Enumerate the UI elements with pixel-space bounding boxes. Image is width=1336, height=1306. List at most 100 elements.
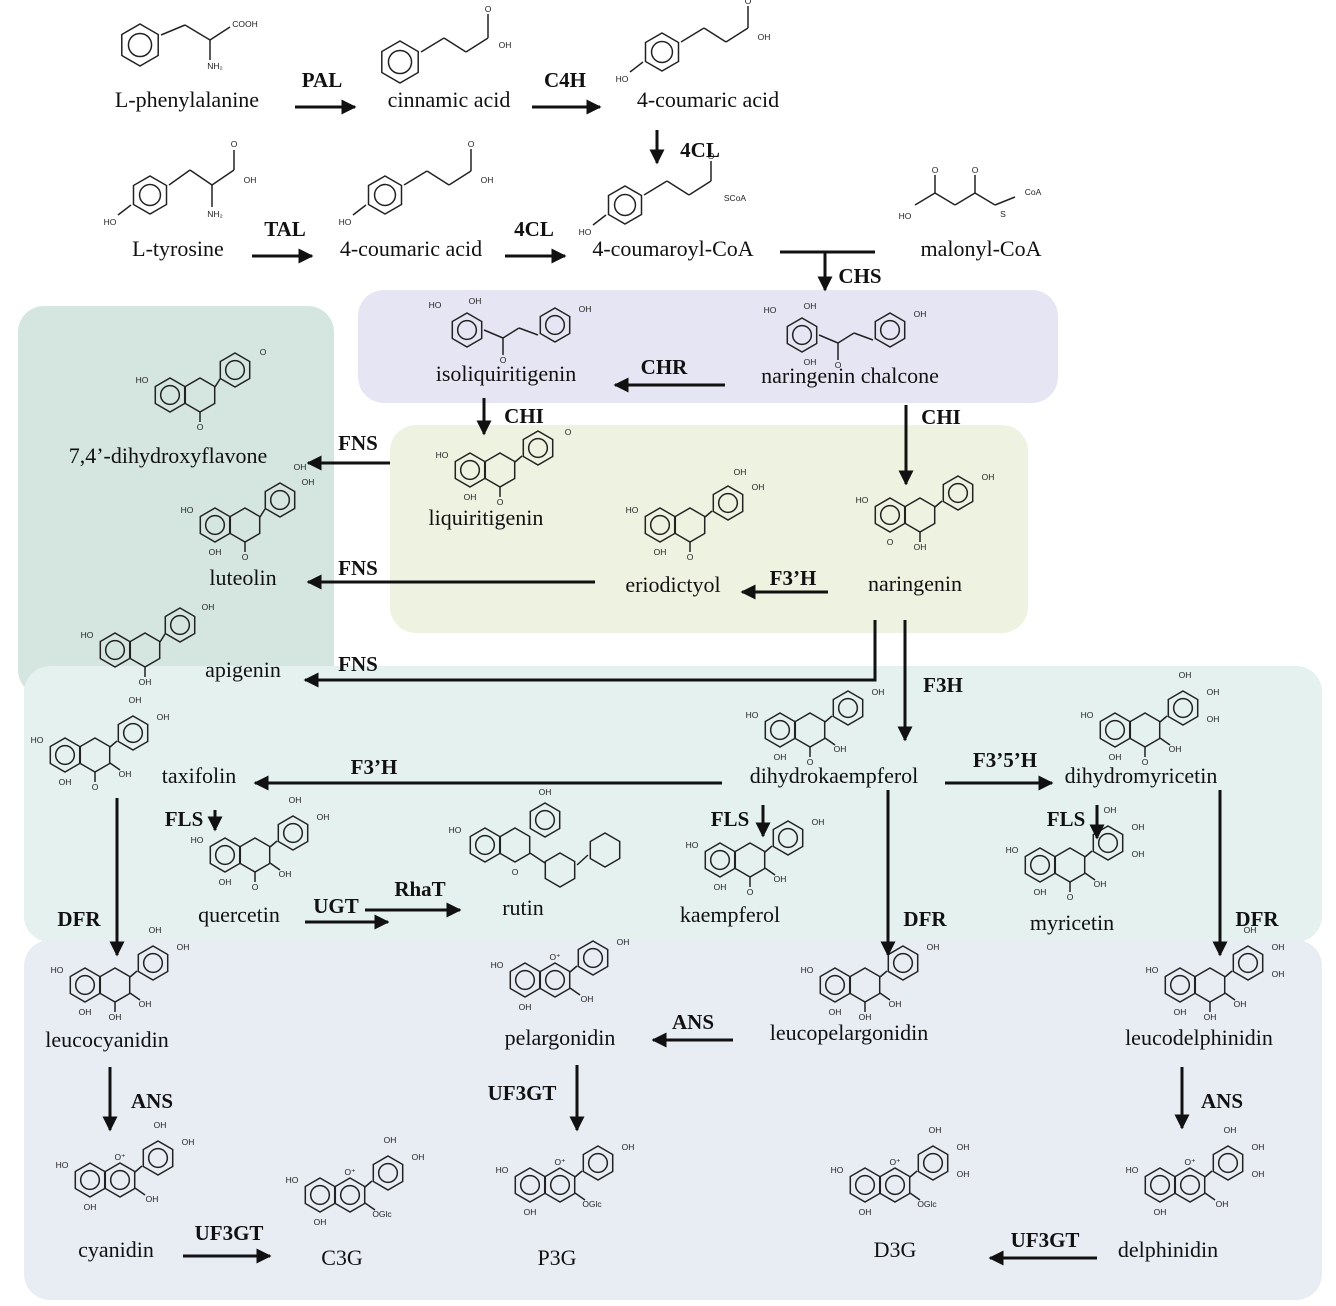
enzyme-label: ANS	[672, 1010, 714, 1034]
enzyme-label: FNS	[338, 556, 378, 580]
enzyme-label: UF3GT	[488, 1081, 557, 1105]
enzyme-label: FNS	[338, 431, 378, 455]
atom-label: OH	[79, 1007, 92, 1017]
liquiritigenin-label: liquiritigenin	[429, 505, 544, 530]
atom-label: OH	[139, 677, 152, 687]
p3g-label: P3G	[537, 1245, 576, 1270]
enzyme-label: TAL	[264, 217, 306, 241]
atom-label: O	[807, 757, 814, 767]
atom-label: HO	[801, 965, 814, 975]
atom-label: HO	[136, 375, 149, 385]
atom-label: HO	[1126, 1165, 1139, 1175]
atom-label: OH	[617, 937, 630, 947]
atom-label: O	[260, 347, 267, 357]
atom-label: OH	[519, 1002, 532, 1012]
atom-label: OH	[289, 795, 302, 805]
atom-label: O⁺	[344, 1167, 355, 1177]
atom-label: OH	[927, 942, 940, 952]
atom-label: HO	[579, 227, 592, 237]
atom-label: OH	[202, 602, 215, 612]
atom-label: O	[972, 165, 979, 175]
enzyme-label: F3’H	[351, 755, 398, 779]
atom-label: OH	[774, 752, 787, 762]
4-coumaric-acid-a-label: 4-coumaric acid	[637, 87, 779, 112]
atom-label: HO	[686, 840, 699, 850]
dihydroxyflavone-label: 7,4’-dihydroxyflavone	[69, 443, 268, 468]
leucopelargonidin-label: leucopelargonidin	[770, 1020, 928, 1045]
enzyme-label: DFR	[1235, 907, 1279, 931]
atom-label: OGlc	[917, 1199, 937, 1209]
atom-label: OH	[804, 301, 817, 311]
atom-label: HO	[1146, 965, 1159, 975]
atom-label: HO	[746, 710, 759, 720]
atom-label: OH	[1034, 887, 1047, 897]
atom-label: OH	[302, 477, 315, 487]
atom-label: OH	[177, 942, 190, 952]
atom-label: OH	[859, 1207, 872, 1217]
enzyme-label: FNS	[338, 652, 378, 676]
enzyme-label: UF3GT	[195, 1221, 264, 1245]
enzyme-label: 4CL	[680, 138, 720, 162]
atom-label: O⁺	[1184, 1157, 1195, 1167]
atom-label: OH	[1109, 752, 1122, 762]
atom-label: OH	[412, 1152, 425, 1162]
atom-label: O	[932, 165, 939, 175]
atom-label: OH	[834, 744, 847, 754]
atom-label: OH	[1154, 1207, 1167, 1217]
atom-label: O	[485, 4, 492, 14]
atom-label: OH	[1132, 822, 1145, 832]
atom-label: CoA	[1025, 187, 1042, 197]
atom-label: OH	[149, 925, 162, 935]
d3g-label: D3G	[874, 1237, 917, 1262]
dihydroflavonol-region	[24, 666, 1322, 942]
enzyme-label: CHS	[838, 264, 881, 288]
atom-label: HO	[626, 505, 639, 515]
atom-label: HO	[831, 1165, 844, 1175]
dihydrokaempferol-label: dihydrokaempferol	[750, 763, 919, 788]
atom-label: OH	[1272, 942, 1285, 952]
malonyl-coa-label: malonyl-CoA	[921, 236, 1042, 261]
naringenin-chalcone-label: naringenin chalcone	[761, 363, 939, 388]
atom-label: OH	[1244, 925, 1257, 935]
myricetin-label: myricetin	[1030, 910, 1114, 935]
atom-label: OH	[1207, 687, 1220, 697]
atom-label: OH	[1174, 1007, 1187, 1017]
atom-label: HO	[181, 505, 194, 515]
atom-label: NH₂	[207, 209, 223, 219]
atom-label: O	[747, 887, 754, 897]
atom-label: O	[231, 139, 238, 149]
atom-label: OGlc	[372, 1209, 392, 1219]
kaempferol-label: kaempferol	[680, 902, 780, 927]
atom-label: OH	[872, 687, 885, 697]
atom-label: O	[497, 497, 504, 507]
atom-label: SCoA	[724, 193, 747, 203]
atom-label: HO	[191, 835, 204, 845]
enzyme-label: CHI	[504, 404, 544, 428]
rutin-label: rutin	[502, 895, 544, 920]
atom-label: OH	[859, 1012, 872, 1022]
c3g-label: C3G	[321, 1245, 363, 1270]
chalcone-region	[358, 290, 1058, 403]
atom-label: OH	[579, 304, 592, 314]
apigenin-label: apigenin	[205, 657, 281, 682]
atom-label: NH₂	[207, 61, 223, 71]
atom-label: OH	[752, 482, 765, 492]
atom-label: OH	[154, 1120, 167, 1130]
atom-label: OH	[294, 462, 307, 472]
atom-label: O	[92, 782, 99, 792]
atom-label: OH	[774, 874, 787, 884]
atom-label: OH	[129, 695, 142, 705]
atom-label: OH	[209, 547, 222, 557]
